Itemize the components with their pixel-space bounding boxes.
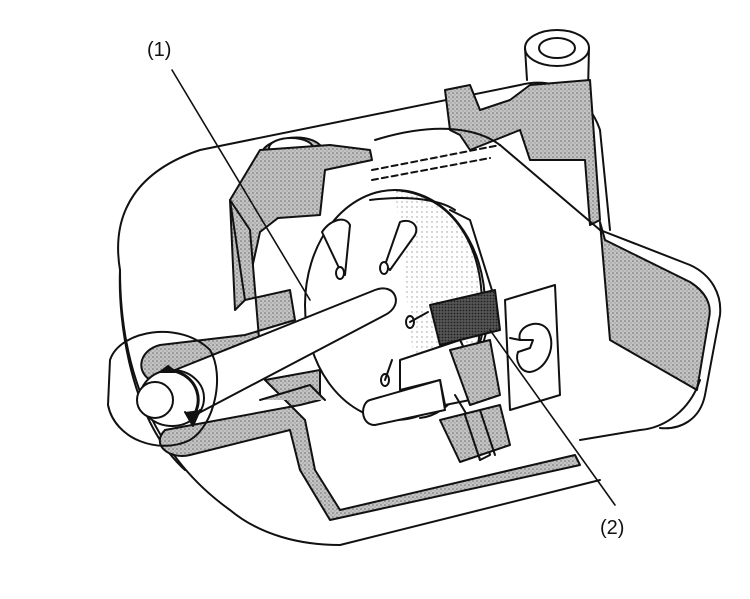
shaft-bearing <box>107 330 218 447</box>
brush-holder-2 <box>449 339 501 406</box>
outlet-flange <box>229 144 373 311</box>
callout-label-2: (2) <box>600 517 625 539</box>
hidden-line-2 <box>371 144 501 171</box>
hidden-line-1 <box>371 157 491 181</box>
drive-shaft <box>149 287 397 416</box>
leader-line-1 <box>171 69 311 301</box>
commutator-block <box>429 289 501 346</box>
callout-label-1: (1) <box>147 39 172 61</box>
brush-arm <box>362 379 446 426</box>
impeller-slot-2 <box>384 219 418 271</box>
impeller-slot-1 <box>321 218 351 276</box>
connector-plug <box>516 322 553 373</box>
leader-line-2 <box>489 329 616 506</box>
upper-section-cut <box>444 79 601 226</box>
right-housing-section <box>599 221 711 391</box>
brush-spring-section <box>439 404 511 463</box>
housing-bottom-edge <box>119 269 601 546</box>
lower-housing-section <box>158 369 581 521</box>
right-housing-lower <box>579 379 701 441</box>
